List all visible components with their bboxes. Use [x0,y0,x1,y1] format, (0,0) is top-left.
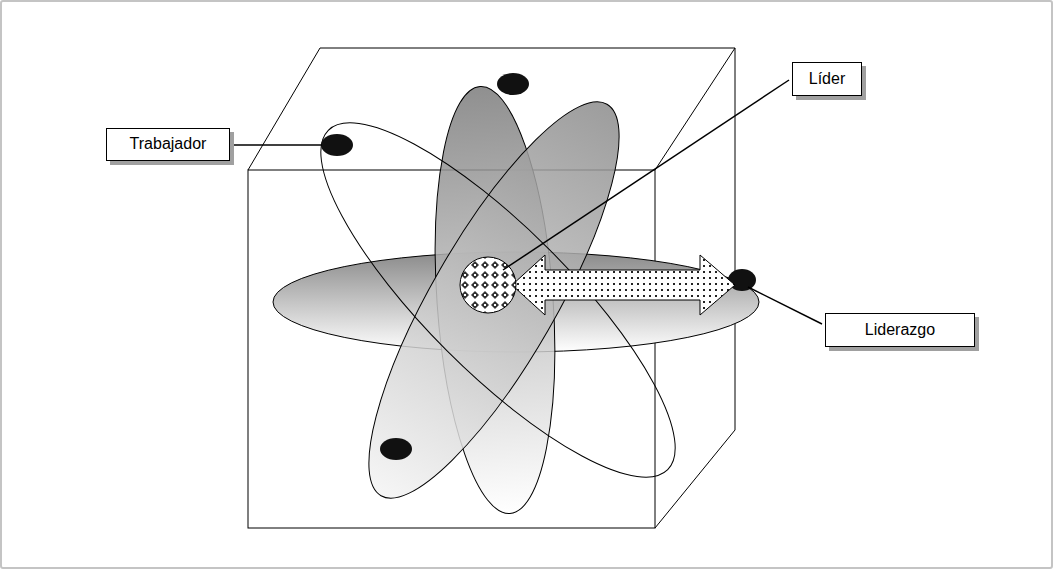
worker-dots [321,73,756,460]
leader-label-box: Líder [792,62,862,96]
label-text: Líder [809,69,845,89]
label-text: Trabajador [130,134,207,154]
leadership-arrow [512,255,735,315]
leader-lines [233,80,822,324]
leader-nucleus [460,257,516,313]
leadership-label-box: Liderazgo [825,313,975,347]
worker-label-box: Trabajador [106,128,230,161]
label-text: Liderazgo [865,320,935,340]
